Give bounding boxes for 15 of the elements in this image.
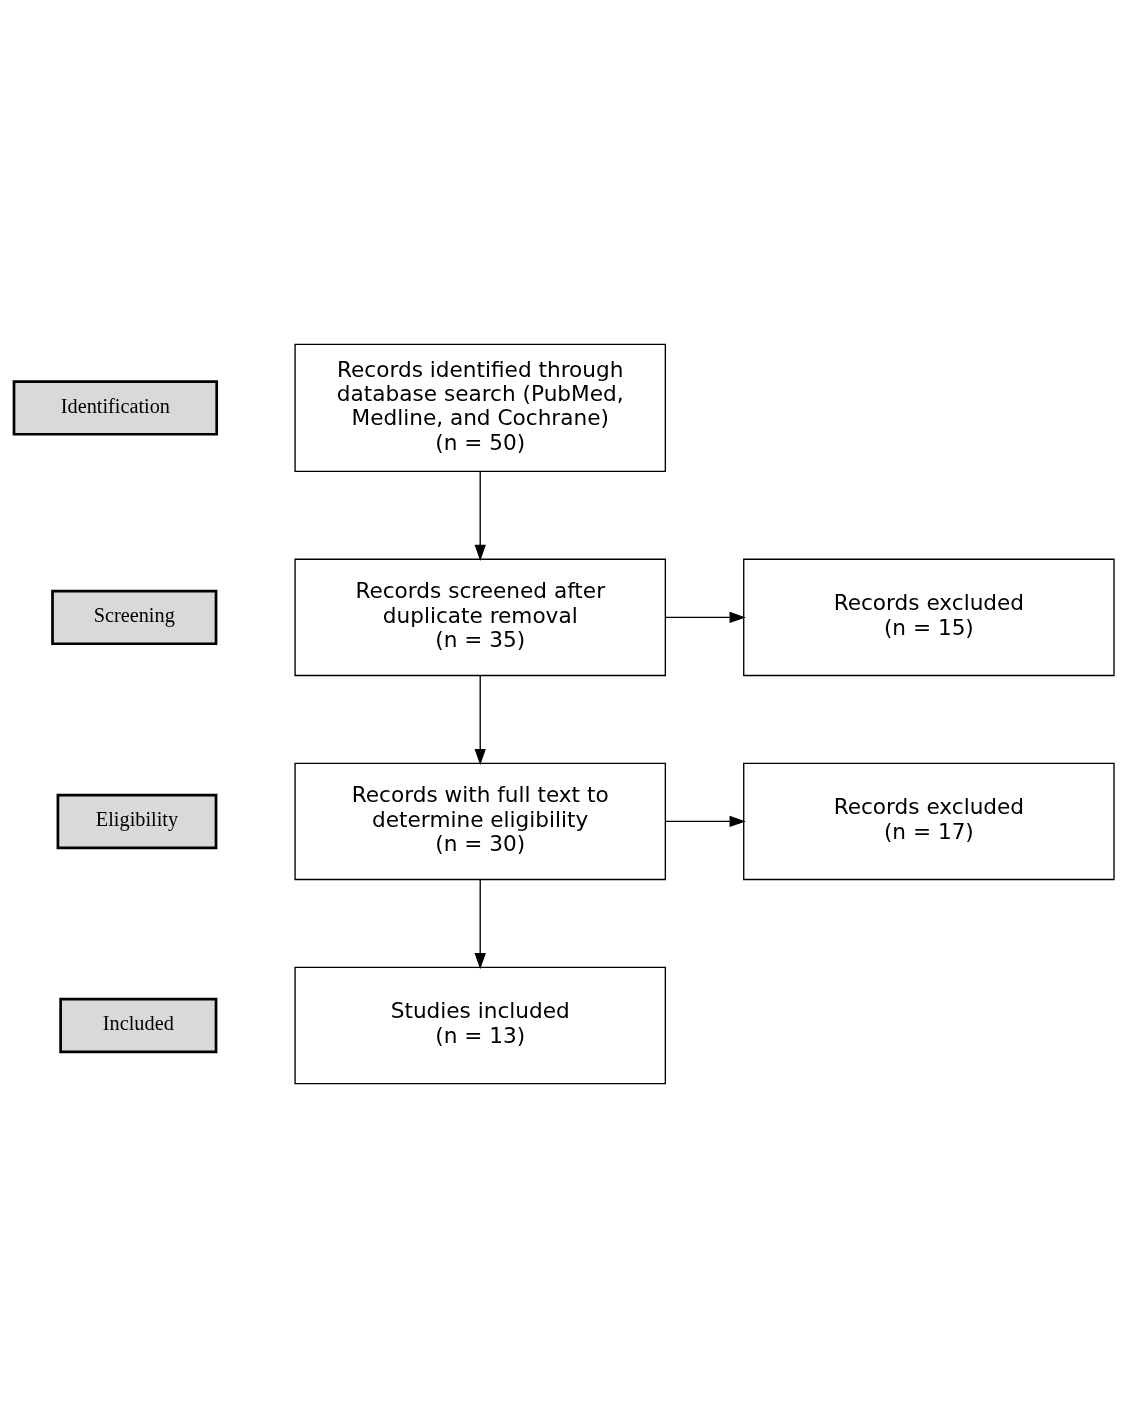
node-box: Identification [12, 379, 219, 436]
node-box: Studies included (n = 13) [294, 966, 667, 1084]
arrow [474, 674, 486, 765]
node-box: Records identified through database search (PubMed, Medline, and Cochrane) (n = 50) [294, 343, 667, 472]
arrow [474, 470, 486, 561]
node-box: Screening [51, 589, 218, 645]
node-box: Records excluded (n = 17) [743, 762, 1115, 880]
node-box: Eligibility [56, 793, 218, 849]
node-box: Records excluded (n = 15) [743, 558, 1115, 676]
node-box: Included [59, 997, 218, 1053]
arrow [664, 611, 746, 623]
node-box: Records with full text to determine eligibility (n = 30) [294, 762, 667, 880]
arrow [474, 878, 486, 969]
arrow [664, 815, 746, 827]
node-box: Records screened after duplicate removal (n = 35) [294, 558, 667, 676]
